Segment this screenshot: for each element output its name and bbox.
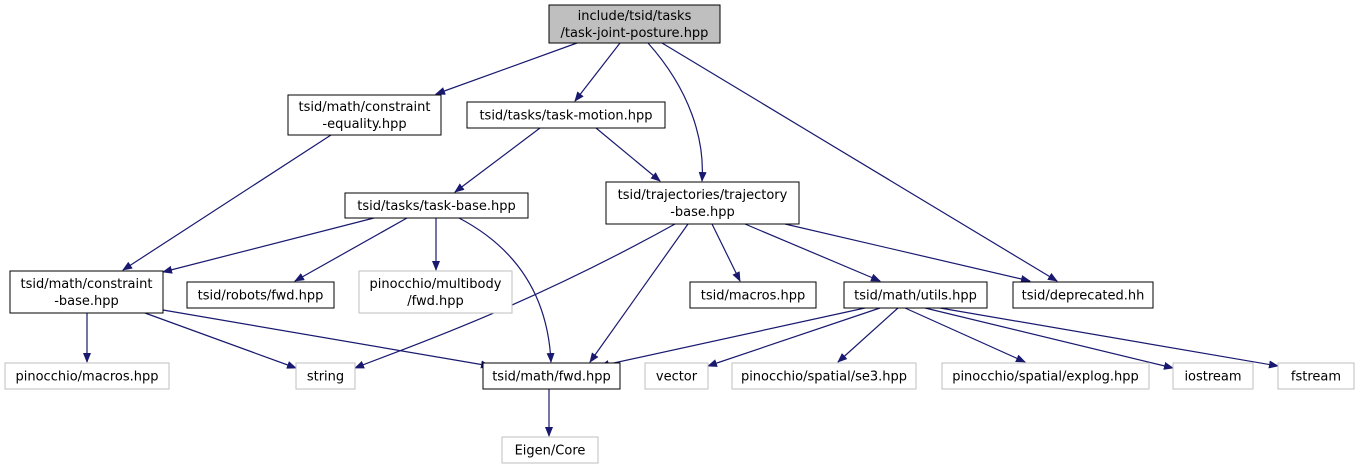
node-box	[1012, 281, 1154, 309]
edge-math-utils-to-math-fwd	[599, 307, 866, 368]
node-label: -equality.hpp	[322, 117, 406, 132]
edge-constraint-equality-to-constraint-base	[122, 134, 332, 271]
node-iostream[interactable]: iostream	[1172, 362, 1254, 390]
edge-math-utils-to-vector	[707, 307, 881, 367]
node-string[interactable]: string	[295, 362, 356, 390]
node-box	[941, 362, 1150, 390]
node-explog[interactable]: pinocchio/spatial/explog.hpp	[941, 362, 1150, 390]
node-box	[644, 362, 709, 390]
node-robots-fwd[interactable]: tsid/robots/fwd.hpp	[186, 281, 335, 309]
node-vector[interactable]: vector	[644, 362, 709, 390]
edge-task-joint-posture-to-trajectory-base	[647, 42, 707, 182]
edge-math-utils-to-explog	[904, 307, 1026, 363]
node-label: iostream	[1184, 370, 1241, 385]
edge-task-motion-to-trajectory-base	[595, 127, 661, 182]
edge-task-base-to-constraint-base	[162, 217, 375, 274]
node-box	[1277, 362, 1355, 390]
node-box	[9, 270, 164, 314]
node-box	[466, 101, 666, 129]
node-box	[358, 270, 513, 314]
node-label: tsid/tasks/task-base.hpp	[357, 199, 516, 214]
node-trajectory-base[interactable]: tsid/trajectories/trajectory -base.hpp	[605, 181, 800, 225]
node-eigen-core[interactable]: Eigen/Core	[501, 436, 599, 464]
edge-constraint-base-to-string	[144, 312, 297, 369]
node-tsid-macros[interactable]: tsid/macros.hpp	[689, 281, 817, 309]
edge-math-utils-to-iostream	[924, 307, 1174, 370]
node-label: vector	[656, 370, 698, 385]
node-box	[843, 281, 988, 309]
node-label: -base.hpp	[670, 205, 735, 220]
node-label: tsid/math/constraint	[21, 277, 153, 292]
edge-trajectory-base-to-math-fwd	[589, 223, 689, 363]
node-label: -base.hpp	[54, 294, 119, 309]
node-label: pinocchio/macros.hpp	[16, 370, 159, 385]
node-multibody-fwd[interactable]: pinocchio/multibody/fwd.hpp	[358, 270, 513, 314]
edge-trajectory-base-to-string	[354, 223, 676, 369]
node-label: /fwd.hpp	[407, 294, 464, 309]
node-box	[501, 436, 599, 464]
node-box	[186, 281, 335, 309]
node-label: string	[307, 370, 344, 385]
node-fstream[interactable]: fstream	[1277, 362, 1355, 390]
node-box	[605, 181, 800, 225]
node-box	[482, 362, 621, 390]
edge-math-utils-to-fstream	[939, 307, 1279, 369]
node-box	[1172, 362, 1254, 390]
edge-trajectory-base-to-math-utils	[744, 223, 881, 282]
node-label: tsid/deprecated.hh	[1022, 289, 1145, 304]
node-box	[731, 362, 917, 390]
node-label: tsid/trajectories/trajectory	[618, 188, 788, 203]
node-constraint-base[interactable]: tsid/math/constraint -base.hpp	[9, 270, 164, 314]
node-math-fwd[interactable]: tsid/math/fwd.hpp	[482, 362, 621, 390]
node-box	[548, 4, 721, 44]
node-math-utils[interactable]: tsid/math/utils.hpp	[843, 281, 988, 309]
node-box	[295, 362, 356, 390]
edge-task-joint-posture-to-deprecated	[661, 42, 1058, 282]
node-pinocchio-macros[interactable]: pinocchio/macros.hpp	[4, 362, 170, 390]
node-box	[4, 362, 170, 390]
node-label: Eigen/Core	[515, 444, 586, 459]
node-task-motion[interactable]: tsid/tasks/task-motion.hpp	[466, 101, 666, 129]
node-deprecated[interactable]: tsid/deprecated.hh	[1012, 281, 1154, 309]
edge-task-joint-posture-to-task-motion	[574, 42, 621, 102]
node-constraint-equality[interactable]: tsid/math/constraint -equality.hpp	[287, 94, 442, 136]
edge-math-utils-to-se3	[837, 307, 899, 363]
node-label: include/tsid/tasks	[578, 9, 692, 24]
node-label: pinocchio/multibody	[370, 277, 502, 292]
node-label: tsid/math/constraint	[299, 100, 431, 115]
node-label: tsid/tasks/task-motion.hpp	[479, 109, 652, 124]
edge-constraint-base-to-math-fwd	[162, 309, 491, 369]
edge-trajectory-base-to-tsid-macros	[711, 223, 741, 282]
edge-task-joint-posture-to-constraint-equality	[435, 42, 578, 95]
node-label: tsid/robots/fwd.hpp	[198, 289, 324, 304]
node-label: tsid/math/fwd.hpp	[492, 370, 611, 385]
nodes-layer: include/tsid/tasks/task-joint-posture.hp…	[4, 4, 1355, 464]
node-label: tsid/math/utils.hpp	[854, 289, 977, 304]
node-box	[689, 281, 817, 309]
node-box	[344, 192, 529, 219]
node-label: tsid/macros.hpp	[701, 289, 806, 304]
node-label: /task-joint-posture.hpp	[561, 26, 709, 41]
edge-task-motion-to-task-base	[454, 127, 541, 193]
node-box	[287, 94, 442, 136]
node-label: pinocchio/spatial/se3.hpp	[741, 370, 907, 385]
edges-layer	[83, 42, 1279, 437]
node-label: pinocchio/spatial/explog.hpp	[952, 370, 1139, 385]
node-task-joint-posture[interactable]: include/tsid/tasks/task-joint-posture.hp…	[548, 4, 721, 44]
node-label: fstream	[1291, 370, 1341, 385]
edge-task-base-to-robots-fwd	[294, 217, 408, 282]
edge-task-base-to-math-fwd	[458, 217, 555, 363]
node-task-base[interactable]: tsid/tasks/task-base.hpp	[344, 192, 529, 219]
node-se3[interactable]: pinocchio/spatial/se3.hpp	[731, 362, 917, 390]
edge-trajectory-base-to-deprecated	[784, 223, 1031, 283]
